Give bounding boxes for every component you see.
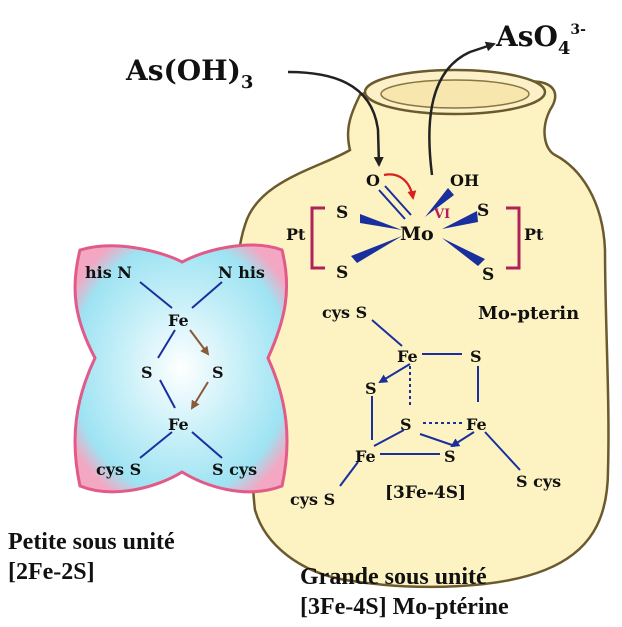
cys-s-label: cys S (96, 460, 141, 479)
s-atom: S (212, 363, 224, 382)
s-atom: S (477, 201, 489, 221)
mo-atom: Mo (400, 223, 434, 245)
substrate-arrow (287, 70, 384, 167)
small-subunit-caption-line1: Petite sous unité (8, 529, 175, 555)
s-atom: S (470, 347, 482, 366)
fe-atom: Fe (168, 415, 189, 434)
oh-group: OH (450, 171, 479, 190)
s-atom: S (141, 363, 153, 382)
s-cys-label: S cys (212, 460, 257, 479)
substrate-label: As(OH)3 (125, 54, 253, 93)
small-subunit-shape (73, 243, 289, 494)
fe-atom: Fe (397, 347, 418, 366)
product-arrow (428, 41, 496, 176)
small-subunit-caption-line2: [2Fe-2S] (8, 559, 95, 585)
small-subunit: his N N his Fe S S Fe cys S S cys (73, 243, 289, 494)
right-bracket (506, 206, 521, 270)
vase-body (236, 77, 610, 589)
s-cys-label: S cys (516, 472, 561, 491)
cys-s-label: cys S (290, 490, 335, 509)
s-atom: S (400, 415, 412, 434)
o-atom: O (366, 171, 380, 190)
large-subunit-caption-line2: [3Fe-4S] Mo-ptérine (300, 594, 509, 620)
s-atom: S (336, 203, 348, 223)
large-subunit-vase (236, 68, 610, 589)
s-atom: S (482, 265, 494, 285)
fe-atom: Fe (168, 311, 189, 330)
cluster-name-label: [3Fe-4S] (385, 483, 466, 503)
n-his-label: N his (218, 263, 265, 282)
fe-atom: Fe (355, 447, 376, 466)
pterin-left-label: Pt (286, 225, 306, 244)
s-atom: S (336, 263, 348, 283)
three-fe-four-s-cluster: cys S Fe S S S Fe Fe S S cys cys S [3Fe-… (290, 303, 561, 509)
s-atom: S (365, 379, 377, 398)
left-bracket (310, 206, 325, 270)
large-subunit-caption-line1: Grande sous unité (300, 564, 487, 590)
mo-oxidation-state: VI (433, 207, 450, 222)
his-n-label: his N (85, 263, 132, 282)
svg-text:As(OH)3: As(OH)3 (125, 54, 253, 93)
mo-pterin-label: Mo-pterin (478, 303, 579, 324)
s-atom: S (444, 447, 456, 466)
pterin-right-label: Pt (524, 225, 544, 244)
oxygen-transfer-arrow (383, 173, 417, 200)
mo-site: O OH VI Mo S S S S Pt Pt Mo-pterin (286, 171, 579, 324)
svg-text:AsO43-: AsO43- (495, 20, 586, 59)
product-label: AsO43- (495, 20, 586, 59)
fe-atom: Fe (466, 415, 487, 434)
cys-s-label: cys S (322, 303, 367, 322)
